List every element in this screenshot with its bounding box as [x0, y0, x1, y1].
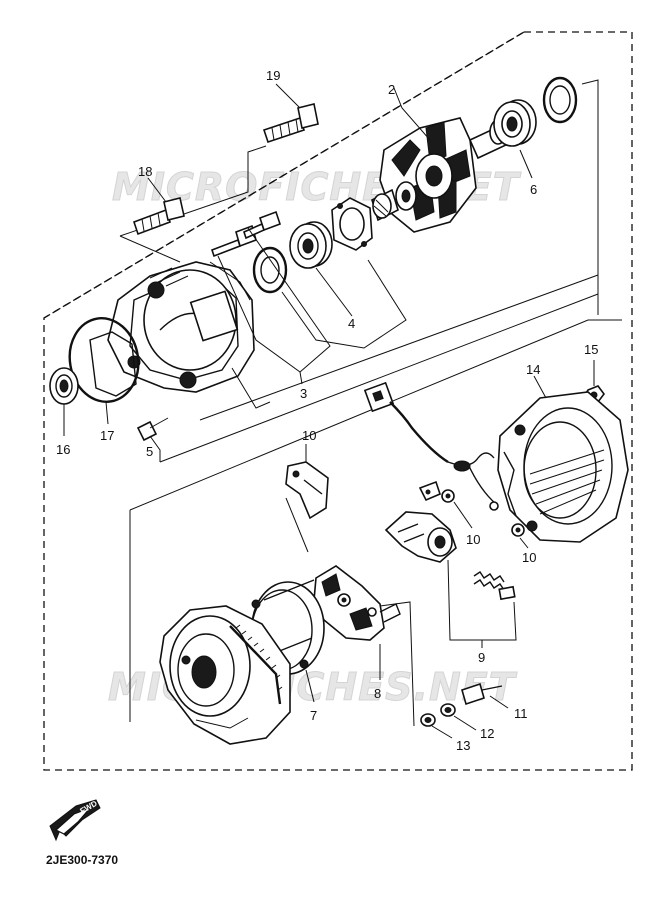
callout-10-b: 10: [522, 550, 536, 565]
part-12-washer: [440, 703, 456, 717]
callout-5: 6: [530, 182, 537, 197]
callout-8: 9: [478, 650, 485, 665]
part-1-rotor: [371, 117, 510, 233]
part-8-brush: [498, 585, 516, 601]
part-14-rear-cover: [497, 391, 629, 543]
part-8-spring: [473, 571, 505, 591]
part-19-bolt: [262, 103, 319, 144]
callout-10-a: 10: [466, 532, 480, 547]
part-18-bolt: [132, 197, 185, 236]
part-5-bearing: [493, 99, 537, 147]
rear-housing: [159, 605, 291, 745]
part-3-bearing: [289, 221, 333, 269]
callout-12: 12: [480, 726, 494, 741]
callout-15: 15: [584, 342, 598, 357]
callout-7: 8: [374, 686, 381, 701]
part-17-o-ring: [68, 317, 140, 403]
part-2-stud-upper: [243, 210, 282, 240]
callout-4: 5: [146, 444, 153, 459]
callout-2: 3: [300, 386, 307, 401]
callout-19: 19: [266, 68, 280, 83]
front-housing: [107, 261, 255, 393]
diagram-code: 2JE300-7370: [46, 853, 118, 867]
assembly-boundary: [43, 31, 633, 771]
part-3-bearing-plate: [331, 197, 373, 251]
part-collar-ring: [542, 76, 578, 124]
callout-9: 10: [302, 428, 316, 443]
callout-6: 7: [310, 708, 317, 723]
callout-17: 17: [100, 428, 114, 443]
part-4-screw: [136, 417, 169, 442]
callout-11: 11: [514, 706, 528, 721]
callout-16: 16: [56, 442, 70, 457]
part-13-washer: [420, 713, 436, 727]
callout-1: 2: [388, 82, 395, 97]
part-10-screw-a: [441, 489, 455, 503]
part-11-bolt: [461, 682, 503, 706]
callout-14: 14: [526, 362, 540, 377]
part-9-bracket: [285, 461, 329, 520]
part-10-screw-b: [511, 523, 525, 537]
lower-group-frame: [129, 319, 622, 511]
part-3-washer: [252, 246, 288, 294]
part-7-rectifier: [313, 565, 401, 641]
part-10-clip: [418, 480, 441, 502]
part-wire-lead: [363, 381, 499, 511]
part-16-seal: [49, 367, 79, 405]
forward-arrow-icon: FWD: [49, 799, 101, 842]
callout-3: 4: [348, 316, 355, 331]
callout-18: 18: [138, 164, 152, 179]
callout-13: 13: [456, 738, 470, 753]
part-8-brush-holder: [384, 511, 457, 563]
